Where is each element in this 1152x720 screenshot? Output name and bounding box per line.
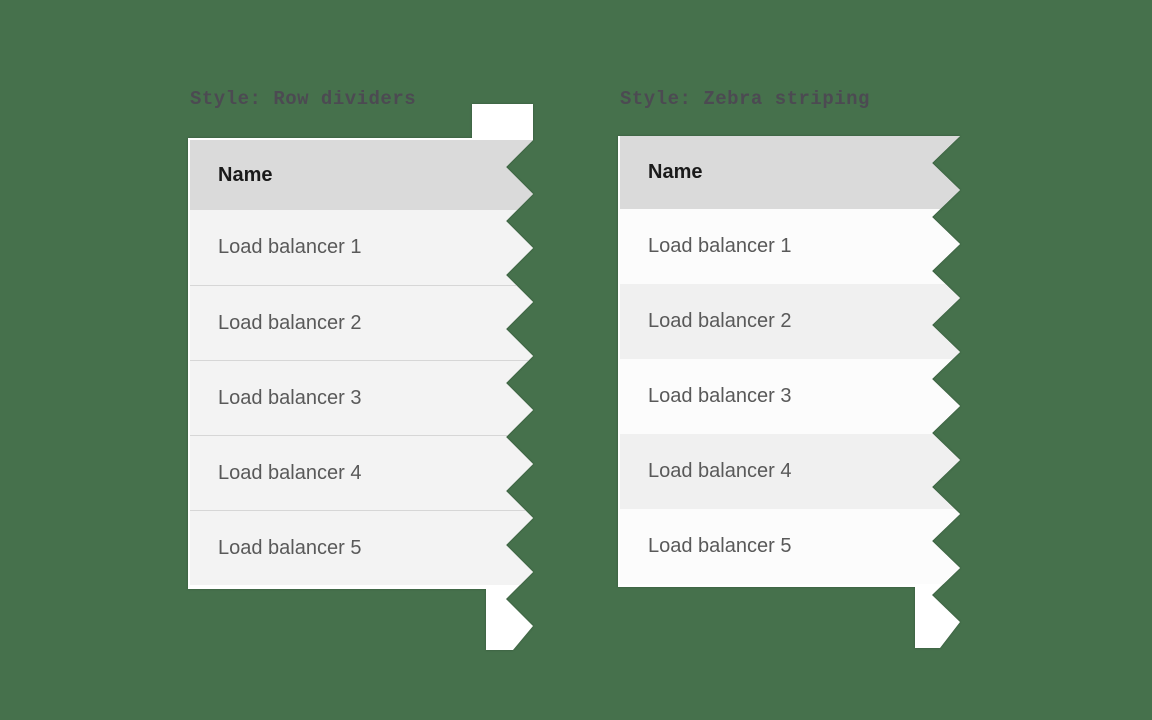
table-cell: Load balancer 4 bbox=[218, 461, 362, 484]
table-row: Load balancer 1 bbox=[190, 210, 533, 285]
table-cell: Load balancer 5 bbox=[218, 536, 362, 559]
table-row: Load balancer 5 bbox=[190, 510, 533, 585]
column-header-name: Name bbox=[648, 161, 703, 183]
table-header-row: Name bbox=[190, 140, 533, 210]
table-row: Load balancer 2 bbox=[620, 284, 960, 359]
data-table-row-dividers: Name Load balancer 1 Load balancer 2 Loa… bbox=[190, 140, 533, 585]
table-cell: Load balancer 3 bbox=[218, 386, 362, 409]
table-cell: Load balancer 2 bbox=[218, 311, 362, 334]
table-row: Load balancer 1 bbox=[620, 209, 960, 284]
table-row: Load balancer 5 bbox=[620, 509, 960, 584]
table-cell: Load balancer 1 bbox=[218, 236, 362, 258]
table-row: Load balancer 4 bbox=[620, 434, 960, 509]
table-cell: Load balancer 1 bbox=[648, 235, 792, 257]
column-header-name: Name bbox=[218, 163, 273, 186]
table-row: Load balancer 3 bbox=[620, 359, 960, 434]
table-cell: Load balancer 2 bbox=[648, 310, 792, 332]
torn-sheet: Name Load balancer 1 Load balancer 2 Loa… bbox=[618, 136, 960, 648]
example-title-zebra-striping: Style: Zebra striping bbox=[620, 88, 870, 110]
table-row: Load balancer 4 bbox=[190, 435, 533, 510]
table-row: Load balancer 3 bbox=[190, 360, 533, 435]
table-row: Load balancer 2 bbox=[190, 285, 533, 360]
table-cell: Load balancer 5 bbox=[648, 535, 792, 557]
torn-screenshot-zebra-striping: Name Load balancer 1 Load balancer 2 Loa… bbox=[618, 134, 964, 650]
table-cell: Load balancer 4 bbox=[648, 460, 792, 482]
torn-sheet: Name Load balancer 1 Load balancer 2 Loa… bbox=[188, 104, 533, 650]
torn-screenshot-row-dividers: Name Load balancer 1 Load balancer 2 Loa… bbox=[188, 104, 534, 650]
table-header-row: Name bbox=[620, 136, 960, 209]
table-cell: Load balancer 3 bbox=[648, 385, 792, 407]
example-title-row-dividers: Style: Row dividers bbox=[190, 88, 417, 110]
data-table-zebra-striping: Name Load balancer 1 Load balancer 2 Loa… bbox=[620, 136, 960, 584]
